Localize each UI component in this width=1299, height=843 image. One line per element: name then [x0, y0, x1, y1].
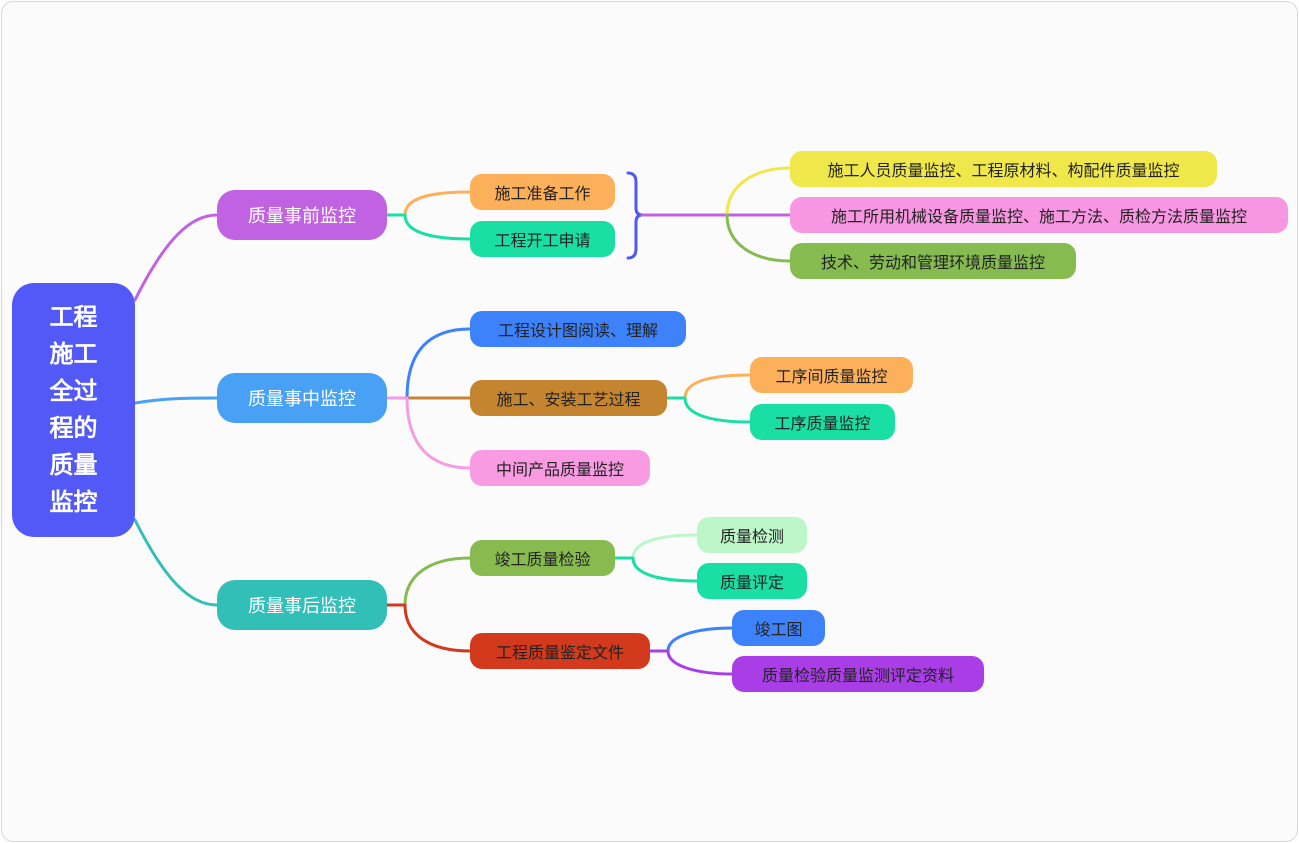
- connector: [683, 373, 752, 400]
- connector: [403, 603, 472, 653]
- connector: [403, 190, 472, 217]
- connector: [666, 649, 734, 676]
- node-as-built-drawing[interactable]: 竣工图: [732, 610, 825, 646]
- node-mid-monitoring[interactable]: 质量事中监控: [217, 373, 387, 423]
- node-summary-personnel[interactable]: 施工人员质量监控、工程原材料、构配件质量监控: [790, 151, 1217, 187]
- connector-root-mid: [133, 396, 219, 405]
- node-post-monitoring[interactable]: 质量事后监控: [217, 580, 387, 630]
- node-process-quality[interactable]: 工序质量监控: [750, 404, 895, 440]
- root-node[interactable]: 工程 施工 全过 程的 质量 监控: [12, 283, 135, 537]
- node-appraisal-docs[interactable]: 工程质量鉴定文件: [470, 633, 650, 669]
- connector: [403, 556, 472, 607]
- node-install-process[interactable]: 施工、安装工艺过程: [470, 380, 667, 416]
- brace: [626, 171, 643, 260]
- node-quality-testing[interactable]: 质量检测: [697, 517, 807, 553]
- node-summary-environment[interactable]: 技术、劳动和管理环境质量监控: [790, 243, 1076, 279]
- node-inter-process[interactable]: 工序间质量监控: [750, 357, 913, 393]
- connector-root-post: [133, 518, 219, 607]
- connector: [725, 166, 792, 217]
- node-construction-prep[interactable]: 施工准备工作: [470, 174, 615, 210]
- node-summary-equipment[interactable]: 施工所用机械设备质量监控、施工方法、质检方法质量监控: [790, 197, 1288, 233]
- connector: [631, 533, 699, 560]
- connector: [405, 327, 472, 400]
- connector: [405, 396, 472, 470]
- node-completion-inspection[interactable]: 竣工质量检验: [470, 540, 615, 576]
- connector: [403, 213, 472, 241]
- node-intermediate-product[interactable]: 中间产品质量监控: [470, 450, 650, 486]
- connector: [683, 396, 752, 424]
- node-pre-monitoring[interactable]: 质量事前监控: [217, 190, 387, 240]
- connector: [666, 626, 734, 653]
- node-quality-evaluation[interactable]: 质量评定: [697, 563, 807, 599]
- connector-root-pre: [133, 213, 219, 302]
- node-design-reading[interactable]: 工程设计图阅读、理解: [470, 311, 686, 347]
- connector: [631, 556, 699, 583]
- node-start-application[interactable]: 工程开工申请: [470, 221, 615, 257]
- connector: [725, 213, 792, 263]
- node-inspection-materials[interactable]: 质量检验质量监测评定资料: [732, 656, 984, 692]
